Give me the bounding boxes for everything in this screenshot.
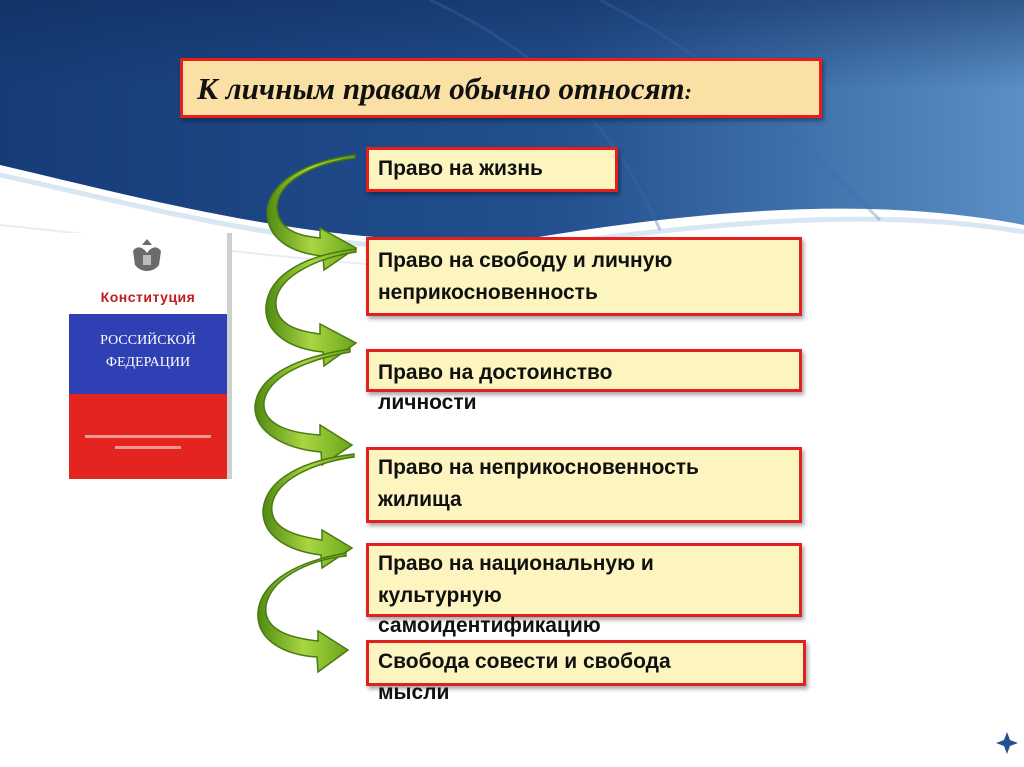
- arrow-4-icon: [263, 454, 354, 568]
- right-item-freedom-line-1: Право на свободу и личную: [378, 245, 672, 277]
- right-item-home-line-1: Право на неприкосновенность: [378, 452, 699, 484]
- right-item-freedom-line-2: неприкосновенность: [378, 277, 598, 309]
- right-item-identity-line-3: самоидентификацию: [378, 610, 601, 642]
- arrow-3-icon: [255, 349, 352, 465]
- right-item-conscience-line-1: Свобода совести и свобода: [378, 646, 671, 678]
- right-item-dignity-line-1: Право на достоинство: [378, 357, 613, 389]
- right-item-life: Право на жизнь: [378, 153, 543, 185]
- right-item-dignity-line-2: личности: [378, 387, 477, 419]
- arrow-5-icon: [258, 553, 348, 672]
- right-item-identity-line-1: Право на национальную и: [378, 548, 654, 580]
- right-item-identity-line-2: культурную: [378, 580, 502, 612]
- right-item-conscience-line-2: мысли: [378, 677, 449, 709]
- right-item-home-line-2: жилища: [378, 484, 462, 516]
- arrow-2-icon: [266, 249, 356, 366]
